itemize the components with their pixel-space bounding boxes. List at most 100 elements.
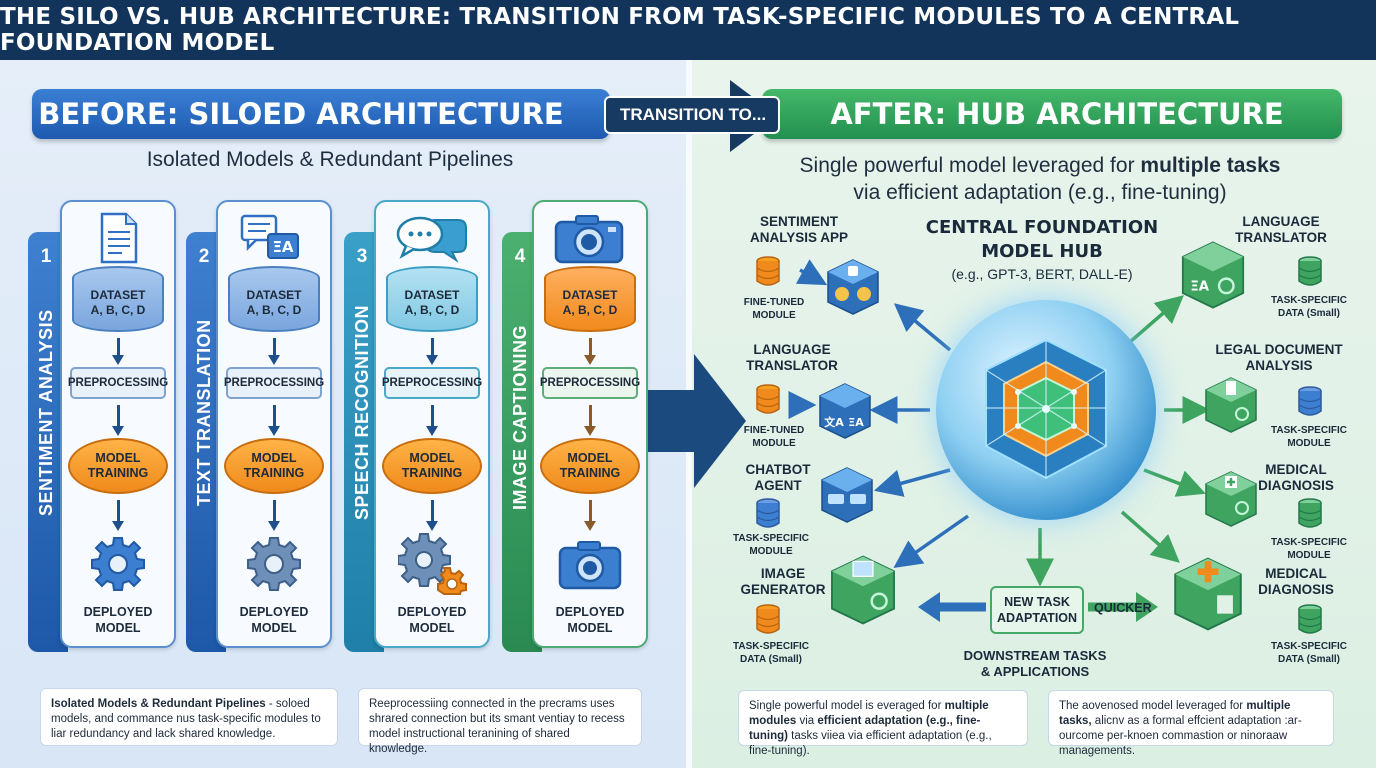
image-cube-icon <box>831 555 895 625</box>
neural-cube-icon <box>985 338 1107 480</box>
node-medical-2-sub1: TASK-SPECIFIC <box>1271 641 1347 652</box>
node-translator-left-line2: TRANSLATOR <box>746 358 838 373</box>
column-4-deployed-line2: MODEL <box>567 621 613 635</box>
column-2-arrow-2 <box>268 405 280 436</box>
node-medical-2-line1: MEDICAL <box>1265 566 1327 581</box>
node-image-gen-sub: TASK-SPECIFIC DATA (Small) <box>728 640 814 666</box>
node-translator-right-line2: TRANSLATOR <box>1235 230 1327 245</box>
node-sentiment-sub: FINE-TUNED MODULE <box>736 296 812 322</box>
downstream-line1: DOWNSTREAM TASKS <box>963 648 1107 663</box>
column-4-number: 4 <box>514 246 526 267</box>
node-image-gen-line1: IMAGE <box>760 566 806 581</box>
column-1-arrow-2 <box>112 405 124 436</box>
before-banner-text: BEFORE: SILOED ARCHITECTURE <box>38 97 564 131</box>
column-3-preprocessing: PREPROCESSING <box>382 367 482 399</box>
node-legal-line1: LEGAL DOCUMENT <box>1215 342 1343 357</box>
node-sentiment-sub1: FINE-TUNED <box>743 297 805 308</box>
adapt-line2: ADAPTATION <box>996 611 1078 625</box>
node-medical-1-sub1: TASK-SPECIFIC <box>1271 537 1347 548</box>
column-3-dataset-line1: DATASET <box>404 288 460 302</box>
database-icon <box>756 384 780 414</box>
transition-text: TRANSITION TO... <box>620 105 767 124</box>
node-translator-left-sub1: FINE-TUNED <box>743 425 805 436</box>
column-1-number: 1 <box>40 246 52 267</box>
node-image-gen-sub1: TASK-SPECIFIC <box>733 641 809 652</box>
downstream-line2: & APPLICATIONS <box>980 664 1090 679</box>
node-translator-left-sub2: MODULE <box>752 438 796 449</box>
column-4-deployed-line1: DEPLOYED <box>555 605 625 619</box>
thumbs-up-cube-icon <box>827 259 879 315</box>
camera-icon <box>558 541 622 590</box>
document-cube-icon <box>1205 377 1257 433</box>
gear-icon <box>247 537 301 591</box>
page-title: THE SILO VS. HUB ARCHITECTURE: TRANSITIO… <box>0 4 1240 56</box>
column-2-dataset-line2: A, B, C, D <box>246 303 302 317</box>
column-3-arrow-1 <box>426 338 438 365</box>
before-note-1: Isolated Models & Redundant Pipelines - … <box>40 688 338 746</box>
big-arrow-body <box>646 390 696 452</box>
column-1-arrow-3 <box>112 500 124 531</box>
column-1-dataset-line2: A, B, C, D <box>90 303 146 317</box>
gears-icon <box>398 533 467 595</box>
node-image-gen-line2: GENERATOR <box>740 582 826 597</box>
before-note-1-bold: Isolated Models & Redundant Pipelines <box>51 698 266 710</box>
column-2-deployed-line1: DEPLOYED <box>239 605 309 619</box>
column-2-label: TEXT TRANSLATION <box>194 319 214 506</box>
before-banner: BEFORE: SILOED ARCHITECTURE <box>32 89 610 139</box>
before-note-1-text: - soloed models, and commance nus task-s… <box>51 698 321 740</box>
after-subtitle-bold: multiple tasks <box>1140 154 1281 177</box>
node-medical-1-line1: MEDICAL <box>1265 462 1327 477</box>
node-chatbot-line2: AGENT <box>754 478 802 493</box>
medical-cube-icon <box>1174 557 1242 631</box>
quicker-label: QUICKER <box>1094 601 1152 615</box>
after-note-1-c: via <box>796 715 818 727</box>
node-chatbot-line1: CHATBOT <box>745 462 811 477</box>
column-4-arrow-3 <box>584 500 596 531</box>
translate-chat-icon: ΞA <box>240 214 299 259</box>
column-3-number: 3 <box>356 246 368 267</box>
node-sentiment-sub2: MODULE <box>752 310 796 321</box>
column-2-dataset: DATASET A, B, C, D <box>228 266 320 332</box>
database-icon <box>756 498 780 528</box>
node-image-gen-sub2: DATA (Small) <box>739 654 803 665</box>
column-4-dataset-line1: DATASET <box>562 288 618 302</box>
column-1-preprocessing: PREPROCESSING <box>68 367 168 399</box>
adapt-line1: NEW TASK <box>1004 595 1070 609</box>
column-4-arrow-1 <box>584 338 596 365</box>
column-4-training-line1: MODEL <box>567 451 613 465</box>
column-4-preprocessing: PREPROCESSING <box>540 367 640 399</box>
database-icon <box>1298 256 1322 286</box>
after-subtitle-line2: via efficient adaptation (e.g., fine-tun… <box>853 181 1227 204</box>
database-icon <box>1298 386 1322 416</box>
svg-text:ΞA: ΞA <box>272 238 293 256</box>
node-medical-2-line2: DIAGNOSIS <box>1258 582 1334 597</box>
database-icon <box>756 604 780 634</box>
node-chatbot-sub1: TASK-SPECIFIC <box>733 533 809 544</box>
before-note-2: Reeprocessiing connected in the precrams… <box>358 688 642 755</box>
after-banner: AFTER: HUB ARCHITECTURE <box>762 89 1342 139</box>
new-task-adaptation: NEW TASK ADAPTATION <box>990 586 1084 634</box>
after-note-2-b: multiple tasks, <box>1059 700 1291 727</box>
svg-text:ΞA: ΞA <box>1190 280 1209 295</box>
after-note-1-e: tasks viiea via efficient adaptation (e.… <box>749 730 992 757</box>
column-4-label: IMAGE CAPTIONING <box>510 324 530 510</box>
database-icon <box>756 256 780 286</box>
database-icon <box>1298 604 1322 634</box>
downstream-label: DOWNSTREAM TASKS & APPLICATIONS <box>960 648 1110 680</box>
after-note-2: The aovenosed model leveraged for multip… <box>1048 690 1334 757</box>
after-subtitle: Single powerful model leveraged for mult… <box>730 152 1350 206</box>
node-legal-sub2: MODULE <box>1287 438 1331 449</box>
column-3-dataset: DATASET A, B, C, D <box>386 266 478 332</box>
